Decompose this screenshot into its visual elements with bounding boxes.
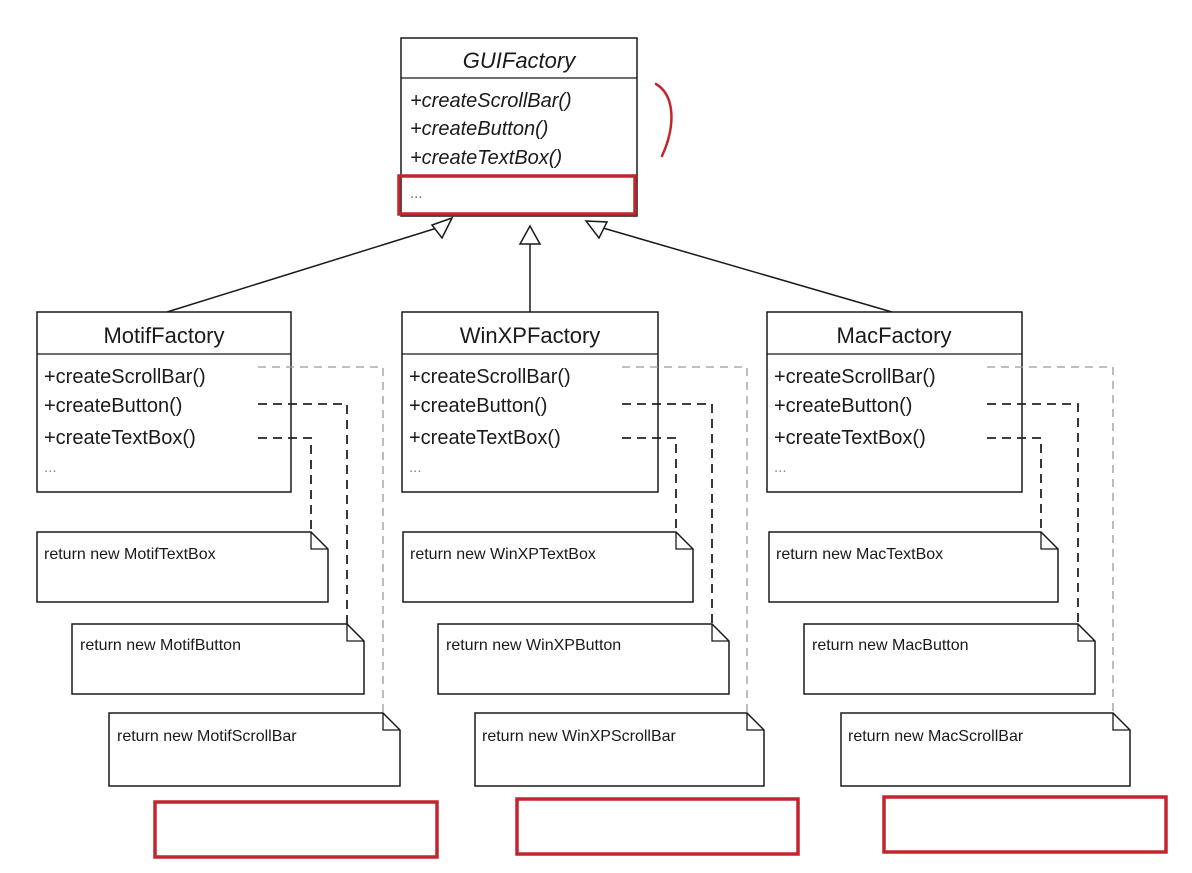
note-mac-button-fold: [1077, 624, 1095, 642]
mac-note-connectors: [987, 366, 1114, 713]
note-motif-textbox-text: return new MotifTextBox: [44, 546, 216, 563]
class-winxpfactory: WinXPFactory +createScrollBar() +createB…: [401, 311, 659, 493]
note-motif-scrollbar-text: return new MotifScrollBar: [117, 728, 297, 745]
inheritance-line-motif: [166, 227, 438, 313]
mac-op-create-scrollbar: +createScrollBar(): [774, 366, 936, 388]
note-winxp-scrollbar-fold: [746, 713, 764, 731]
note-winxp-textbox-shape: [402, 531, 694, 603]
note-mac-scrollbar-text: return new MacScrollBar: [848, 728, 1024, 745]
winxp-more-ellipsis: ...: [409, 459, 422, 476]
note-mac-scrollbar-fold: [1112, 713, 1130, 731]
motif-note-connectors: [258, 366, 384, 713]
note-motif-textbox-fold: [310, 532, 328, 550]
winxp-op-create-button: +createButton(): [409, 395, 547, 417]
motif-op-create-textbox: +createTextBox(): [44, 427, 196, 449]
guifactory-op-create-textbox: +createTextBox(): [410, 147, 562, 169]
mac-op-create-textbox: +createTextBox(): [774, 427, 926, 449]
note-motif-scrollbar-shape: [108, 712, 401, 787]
connector-winxp-textbox: [622, 437, 677, 532]
motif-op-create-scrollbar: +createScrollBar(): [44, 366, 206, 388]
note-mac-button-text: return new MacButton: [812, 637, 969, 654]
class-guifactory-name: GUIFactory: [463, 48, 577, 73]
note-winxp-scrollbar-text: return new WinXPScrollBar: [482, 728, 677, 745]
note-winxp-textbox-text: return new WinXPTextBox: [410, 546, 596, 563]
highlight-box-empty-mac: [882, 795, 1168, 854]
class-macfactory-name: MacFactory: [837, 323, 952, 348]
connector-winxp-scrollbar: [622, 366, 748, 713]
note-mac-scrollbar: return new MacScrollBar: [840, 712, 1131, 787]
note-mac-textbox-fold: [1040, 532, 1058, 550]
inheritance-arrowhead-motif: [430, 216, 454, 240]
highlight-box-guifactory-more: [397, 174, 637, 216]
connector-mac-textbox: [987, 437, 1042, 532]
note-winxp-scrollbar-shape: [474, 712, 765, 787]
connector-winxp-button: [622, 403, 713, 624]
note-motif-button: return new MotifButton: [71, 623, 365, 695]
note-mac-textbox: return new MacTextBox: [768, 531, 1059, 603]
inheritance-line-mac: [602, 227, 893, 313]
note-winxp-button-text: return new WinXPButton: [446, 637, 621, 654]
class-winxpfactory-box: [401, 311, 659, 493]
note-motif-button-text: return new MotifButton: [80, 637, 241, 654]
highlight-box-empty-winxp: [515, 797, 800, 856]
highlight-box-empty-motif: [153, 800, 439, 859]
note-motif-textbox: return new MotifTextBox: [36, 531, 329, 603]
winxp-op-create-scrollbar: +createScrollBar(): [409, 366, 571, 388]
connector-mac-scrollbar: [987, 366, 1114, 713]
note-motif-textbox-shape: [36, 531, 329, 603]
winxp-note-connectors: [622, 366, 748, 713]
mac-op-create-button: +createButton(): [774, 395, 912, 417]
note-winxp-button-fold: [711, 624, 729, 642]
guifactory-op-create-scrollbar: +createScrollBar(): [410, 90, 572, 112]
note-winxp-button: return new WinXPButton: [437, 623, 730, 695]
class-winxpfactory-name: WinXPFactory: [460, 323, 601, 348]
note-mac-textbox-shape: [768, 531, 1059, 603]
class-macfactory-box: [766, 311, 1023, 493]
annotation-curve-mark: [654, 82, 673, 158]
note-winxp-button-shape: [437, 623, 730, 695]
connector-motif-textbox: [258, 437, 312, 532]
guifactory-op-create-button: +createButton(): [410, 118, 548, 140]
winxp-op-create-textbox: +createTextBox(): [409, 427, 561, 449]
class-motiffactory-box: [36, 311, 292, 493]
connector-motif-scrollbar: [258, 366, 384, 713]
class-motiffactory: MotifFactory +createScrollBar() +createB…: [36, 311, 292, 493]
note-winxp-textbox: return new WinXPTextBox: [402, 531, 694, 603]
inheritance-arrows: [166, 216, 893, 313]
class-guifactory-box: [400, 37, 638, 217]
note-motif-button-shape: [71, 623, 365, 695]
inheritance-arrowhead-mac: [584, 220, 609, 240]
note-mac-button: return new MacButton: [803, 623, 1096, 695]
motif-op-create-button: +createButton(): [44, 395, 182, 417]
note-winxp-scrollbar: return new WinXPScrollBar: [474, 712, 765, 787]
note-motif-button-fold: [346, 624, 364, 642]
mac-more-ellipsis: ...: [774, 459, 787, 476]
inheritance-arrowhead-winxp: [518, 224, 542, 245]
note-mac-button-shape: [803, 623, 1096, 695]
guifactory-more-ellipsis: ...: [410, 185, 423, 202]
note-mac-scrollbar-shape: [840, 712, 1131, 787]
note-motif-scrollbar: return new MotifScrollBar: [108, 712, 401, 787]
class-macfactory: MacFactory +createScrollBar() +createBut…: [766, 311, 1023, 493]
note-motif-scrollbar-fold: [382, 713, 400, 731]
note-winxp-textbox-fold: [675, 532, 693, 550]
class-guifactory: GUIFactory +createScrollBar() +createBut…: [400, 37, 638, 217]
connector-mac-button: [987, 403, 1079, 624]
class-motiffactory-name: MotifFactory: [103, 323, 224, 348]
note-mac-textbox-text: return new MacTextBox: [776, 546, 943, 563]
motif-more-ellipsis: ...: [44, 459, 57, 476]
